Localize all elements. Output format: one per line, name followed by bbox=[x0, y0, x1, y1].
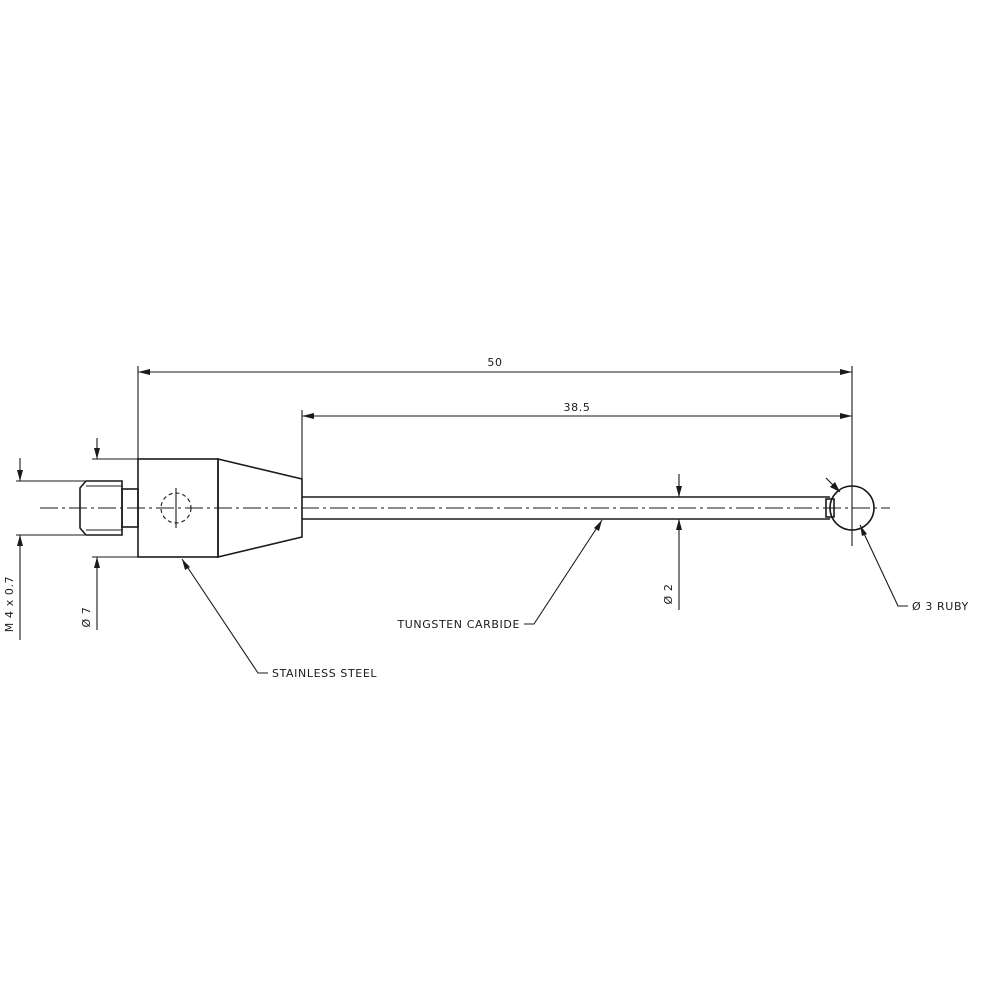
dim-stem-length: 38.5 bbox=[564, 401, 591, 414]
ball-neck bbox=[825, 498, 835, 518]
arrow-thread-bottom bbox=[17, 535, 23, 546]
dim-stem-diameter: Ø 2 bbox=[662, 584, 675, 605]
leader-stem-arrow bbox=[594, 520, 602, 531]
arrow-38-right bbox=[840, 413, 852, 419]
dim-overall-length: 50 bbox=[487, 356, 502, 369]
arrow-thread-top bbox=[17, 470, 23, 481]
arrow-d7-top bbox=[94, 448, 100, 459]
dim-body-diameter: Ø 7 bbox=[80, 607, 93, 628]
arrow-38-left bbox=[302, 413, 314, 419]
dim-thread: M 4 x 0.7 bbox=[3, 576, 16, 632]
arrow-d2-top bbox=[676, 486, 682, 497]
leader-body-arrow bbox=[182, 559, 190, 570]
material-stem: TUNGSTEN CARBIDE bbox=[396, 618, 520, 631]
leader-body bbox=[181, 558, 268, 674]
material-ball: Ø 3 RUBY bbox=[912, 600, 969, 613]
leader-stem bbox=[524, 519, 603, 625]
material-body: STAINLESS STEEL bbox=[272, 667, 377, 680]
arrow-50-left bbox=[138, 369, 150, 375]
leader-ball bbox=[859, 524, 908, 607]
arrow-d7-bottom bbox=[94, 557, 100, 568]
arrow-50-right bbox=[840, 369, 852, 375]
body-taper bbox=[217, 457, 303, 559]
ball-dim-arrow bbox=[830, 482, 840, 492]
arrow-d2-bottom bbox=[676, 519, 682, 530]
leader-ball-arrow bbox=[860, 525, 867, 536]
